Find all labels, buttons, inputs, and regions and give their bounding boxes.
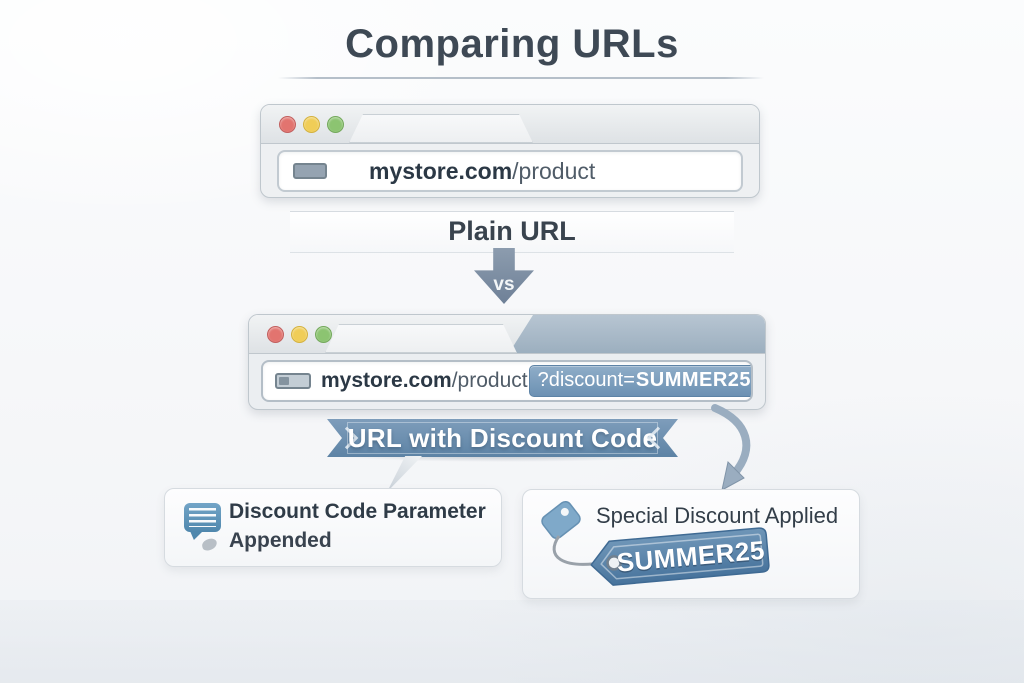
page-icon-inner (279, 377, 289, 385)
close-icon[interactable] (267, 326, 284, 343)
callout-left-line1: Discount Code Parameter (229, 500, 486, 523)
price-tag-hole (560, 507, 569, 516)
label-band (290, 211, 734, 253)
summer-tag-inner-outline (600, 533, 764, 580)
browser-tab (325, 324, 517, 353)
close-icon[interactable] (279, 116, 296, 133)
maximize-icon[interactable] (327, 116, 344, 133)
price-tag-body (541, 500, 581, 540)
summer-tag-body (590, 527, 770, 586)
background-band (0, 600, 1024, 683)
discount-param-highlight: ?discount=SUMMER25 (528, 365, 752, 397)
page-icon (275, 373, 311, 389)
curved-arrow-head (721, 460, 745, 491)
plain-url-label: Plain URL (448, 216, 576, 246)
url-text: mystore.com/product?discount=SUMMER25 (321, 365, 752, 397)
browser-window-plain: mystore.com/product (260, 104, 760, 198)
url-host: mystore.com (369, 157, 513, 184)
titlebar-accent (509, 315, 765, 353)
ribbon-label: URL with Discount Code (347, 422, 658, 453)
paper-blob-icon (200, 537, 219, 552)
price-tag-icon (541, 500, 581, 540)
ribbon-banner: URL with Discount Code (327, 419, 678, 457)
url-path: /product (451, 369, 528, 392)
title-underline (278, 77, 764, 79)
down-arrow-icon: vs (474, 248, 534, 304)
callout-discount-applied: Special Discount Applied SUMMER25 (522, 489, 860, 599)
url-host: mystore.com (321, 369, 452, 392)
price-tag-illustration: SUMMER25 SUMMER25 (541, 500, 770, 586)
param-code: SUMMER25 (635, 369, 752, 391)
versus-label: vs (493, 274, 515, 295)
param-prefix: ?discount= (537, 369, 635, 391)
address-bar-plain[interactable]: mystore.com/product (277, 150, 743, 192)
tag-eyelet (606, 555, 622, 571)
page-icon (293, 163, 327, 179)
address-bar-discount[interactable]: mystore.com/product?discount=SUMMER25 (261, 360, 753, 402)
summer-tag: SUMMER25 SUMMER25 (590, 527, 770, 586)
callout-right-title: Special Discount Applied (596, 503, 839, 528)
minimize-icon[interactable] (303, 116, 320, 133)
minimize-icon[interactable] (291, 326, 308, 343)
url-text: mystore.com/product (369, 158, 595, 185)
comment-icon-lines (189, 508, 216, 527)
browser-titlebar (249, 315, 765, 354)
callout-discount-parameter: Discount Code Parameter Appended (164, 488, 502, 567)
comment-icon-tail (190, 531, 203, 540)
url-path: /product (512, 157, 596, 184)
page-title: Comparing URLs (345, 22, 679, 66)
curved-arrow-body (711, 404, 751, 478)
comment-icon (184, 503, 221, 540)
curved-arrow-icon (711, 404, 751, 491)
callout-left-line2: Appended (229, 529, 332, 552)
ribbon-shadow (332, 455, 673, 462)
maximize-icon[interactable] (315, 326, 332, 343)
browser-tab (349, 114, 533, 143)
browser-window-discount: mystore.com/product?discount=SUMMER25 (248, 314, 766, 410)
browser-titlebar (261, 105, 759, 144)
